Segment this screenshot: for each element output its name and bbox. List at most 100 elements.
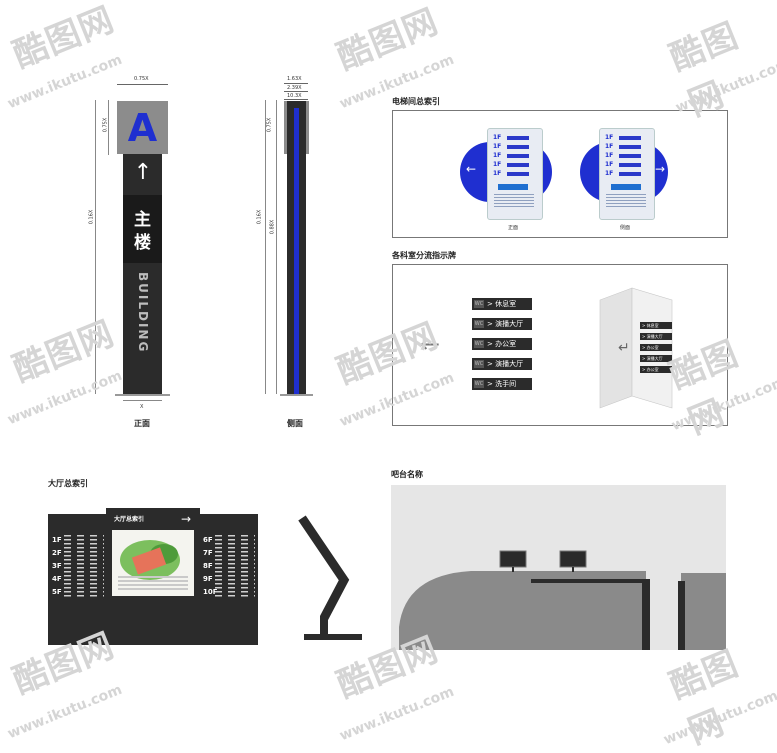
elevator-right-label [611,184,641,190]
sign-label: > 演播大厅 [487,360,524,368]
elevator-right-floor-4: 1F [605,161,614,168]
dim-width-top: 0.75X [134,76,149,82]
dim-side-vline-2 [276,100,277,394]
elevator-left-bar [507,163,529,167]
hall-map [112,530,194,596]
building-name-top: 主 [134,210,151,230]
hall-floor-right-1: 6F [203,536,213,544]
elevator-left-caption: 正面 [508,225,519,231]
elevator-left-floor-2: 1F [493,143,502,150]
hall-map-illustration [112,530,194,596]
dim-side-left-top: 0.75X [266,117,273,133]
bar-title: 吧台名称 [391,470,423,479]
hall-floor-left-1: 1F [52,536,62,544]
dim-line-width-top [117,84,168,85]
pylon-side-blue-strip [294,108,299,394]
building-name-bottom: 楼 [134,233,151,253]
hall-floor-left-2: 2F [52,549,62,557]
building-letter: A [127,105,158,150]
sign-icon: WC [474,340,484,348]
panel-row-2: > 演播大厅 [640,333,672,340]
elevator-right-floor-1: 1F [605,134,614,141]
elevator-right-bar [619,145,641,149]
dim-side-inner-mid: 0.88X [269,219,276,235]
pylon-front-body [123,154,162,394]
building-name-block [123,195,162,263]
department-sign-1: WC > 休息室 [472,298,532,310]
front-caption: 正面 [134,419,150,428]
hall-floor-left-5: 5F [52,588,62,596]
side-caption: 侧面 [287,419,303,428]
hall-list-right [215,535,255,597]
dim-side-lines-2 [284,91,308,92]
elevator-left-floor-5: 1F [493,170,502,177]
bar-profile-illustration [298,515,362,640]
dim-side-vline [265,100,266,394]
sign-label: > 洗手间 [487,380,517,388]
hall-floor-right-3: 8F [203,562,213,570]
elevator-right-list [606,194,646,208]
sign-icon: WC [474,300,484,308]
elevator-frame [392,110,728,238]
sign-label: > 办公室 [487,340,517,348]
hall-floor-right-4: 9F [203,575,213,583]
elevator-left-arrow-icon: ← [466,162,477,176]
elevator-right-arrow-icon: → [655,162,666,176]
elevator-left-bar [507,145,529,149]
elevator-right-floor-5: 1F [605,170,614,177]
sign-label: > 休息室 [487,300,517,308]
up-arrow-icon: ↑ [133,160,153,185]
sign-label: > 演播大厅 [487,320,524,328]
dim-height-total: 0.16X [88,209,95,225]
elevator-left-floor-3: 1F [493,152,502,159]
department-sign-2: WC > 演播大厅 [472,318,532,330]
hall-arrow-icon: → [181,512,192,526]
elevator-left-floor-1: 1F [493,134,502,141]
department-3d-panel [599,287,673,409]
elevator-left-bar [507,136,529,140]
elevator-right-bar [619,172,641,176]
panel-arrow-icon: ↵ [618,340,630,356]
elevator-left-list [494,194,534,208]
dim-side-lines-3 [284,99,308,100]
hall-floor-right-2: 7F [203,549,213,557]
building-vertical-text: BUILDING [136,272,150,354]
sign-icon: WC [474,320,484,328]
elevator-right-caption: 侧面 [620,225,631,231]
sign-icon: WC [474,380,484,388]
elevator-left-bar [507,154,529,158]
department-sign-5: WC > 洗手间 [472,378,532,390]
department-left-arrow-icon: ← [420,330,441,358]
hall-inner-title: 大厅总索引 [114,516,145,523]
hall-title: 大厅总索引 [48,479,88,488]
panel-row-1: > 休息室 [640,322,672,329]
dim-side-lines [284,83,308,84]
dim-side-top1: 1.63X [287,76,302,82]
elevator-left-bar [507,172,529,176]
hall-floor-left-3: 3F [52,562,62,570]
elevator-left-floor-4: 1F [493,161,502,168]
elevator-right-bar [619,154,641,158]
hall-floor-right-5: 10F [203,588,218,596]
dim-bottom: X [140,404,144,410]
pylon-front-head: A [117,101,168,154]
sign-icon: WC [474,360,484,368]
panel-row-3: > 办公室 [640,344,672,351]
dim-side-top2: 2.39X [287,85,302,91]
hall-list-left [64,535,104,597]
dim-line-height-top [108,100,109,155]
bar-scene [391,485,726,650]
hall-floor-left-4: 4F [52,575,62,583]
elevator-right-floor-2: 1F [605,143,614,150]
dim-line-height-total [95,100,96,394]
pylon-front-base [115,394,170,396]
elevator-right-bar [619,163,641,167]
dim-side-left-mid: 0.16X [256,209,263,225]
panel-row-4: > 演播大厅 [640,355,672,362]
elevator-right-floor-3: 1F [605,152,614,159]
department-title: 各科室分流指示牌 [392,251,456,260]
elevator-title: 电梯间总索引 [392,97,440,106]
dim-side-top3: 10.3X [287,93,302,99]
dim-line-bottom [123,400,162,401]
pylon-side-base [280,394,313,396]
